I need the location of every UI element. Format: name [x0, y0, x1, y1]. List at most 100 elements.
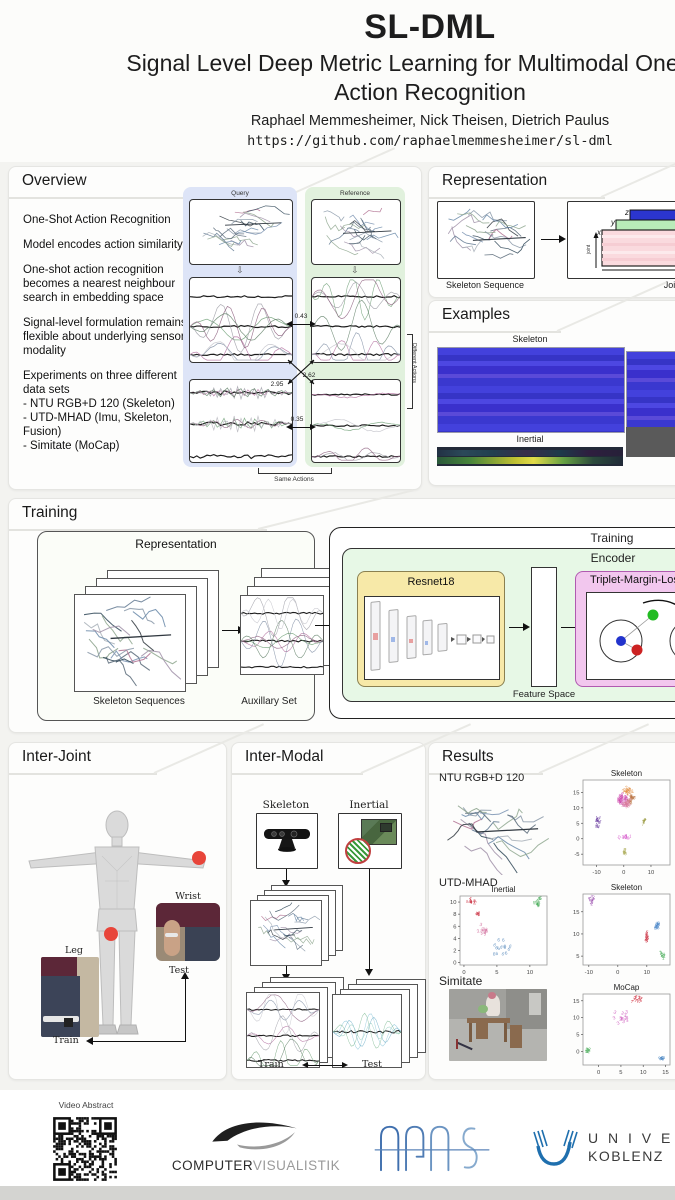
svg-text:6: 6: [628, 799, 633, 805]
svg-text:2: 2: [587, 1049, 592, 1055]
svg-text:6: 6: [507, 946, 512, 952]
svg-text:3: 3: [625, 1015, 629, 1020]
query-skeleton-image: [202, 205, 290, 252]
svg-text:2: 2: [589, 894, 594, 900]
svg-text:5: 5: [646, 936, 650, 941]
svg-text:10: 10: [648, 870, 654, 876]
svg-text:6: 6: [630, 795, 634, 800]
svg-text:8: 8: [619, 797, 623, 803]
svg-text:3: 3: [627, 801, 632, 807]
svg-text:9: 9: [660, 1055, 664, 1060]
svg-text:6: 6: [504, 950, 508, 955]
svg-text:4: 4: [472, 898, 476, 903]
svg-text:8: 8: [616, 798, 621, 804]
train-test-arrow: [302, 1061, 348, 1068]
svg-text:5: 5: [619, 1070, 622, 1076]
svg-text:8: 8: [620, 796, 623, 801]
svg-text:8: 8: [624, 796, 629, 802]
svg-text:3: 3: [627, 798, 632, 804]
svg-text:7: 7: [642, 819, 647, 825]
svg-text:2: 2: [625, 788, 630, 794]
svg-text:5: 5: [644, 931, 649, 937]
svg-text:2: 2: [623, 787, 627, 793]
svg-text:2: 2: [589, 900, 593, 906]
svg-text:2: 2: [590, 899, 595, 905]
different-actions-label: Different Actions: [411, 343, 417, 383]
svg-text:2: 2: [587, 896, 592, 902]
overview-figure: Query Reference ⇩ ⇩ 0.43 2.62 2.95 0.35: [183, 187, 421, 487]
header-background: [0, 0, 675, 162]
svg-text:1: 1: [624, 835, 629, 841]
svg-text:7: 7: [636, 998, 640, 1003]
svg-text:5: 5: [645, 938, 649, 944]
svg-text:3: 3: [483, 928, 487, 934]
svg-text:8: 8: [616, 797, 621, 803]
svg-text:5: 5: [645, 934, 649, 939]
uni-name-line2: KOBLENZ: [588, 1148, 664, 1164]
svg-text:4: 4: [465, 899, 470, 905]
svg-text:6: 6: [630, 794, 634, 799]
svg-text:7: 7: [631, 999, 634, 1004]
training-card: Training Representation Skeleton Sequenc…: [8, 489, 675, 733]
svg-text:3: 3: [620, 1015, 625, 1021]
distance-value: 2.95: [270, 381, 284, 388]
svg-text:4: 4: [595, 817, 599, 823]
test-arrow: [181, 972, 190, 1041]
svg-text:3: 3: [625, 801, 629, 806]
cnn-architecture-diagram: [370, 601, 495, 671]
bullet: Experiments on three different data sets: [23, 370, 177, 397]
svg-text:6: 6: [629, 794, 633, 800]
svg-text:5: 5: [535, 902, 540, 908]
inter-modal-heading: Inter-Modal: [245, 748, 324, 765]
svg-text:8: 8: [656, 922, 661, 928]
skeleton-sequences-stack: [74, 570, 220, 692]
arrow-right: [541, 235, 566, 244]
svg-text:8: 8: [626, 797, 631, 803]
down-arrow-icon: ⇩: [351, 265, 359, 275]
svg-text:5: 5: [536, 902, 541, 908]
svg-text:3: 3: [625, 802, 630, 808]
svg-text:7: 7: [642, 817, 647, 823]
svg-text:7: 7: [642, 819, 647, 825]
svg-text:8: 8: [623, 799, 627, 804]
svg-text:3: 3: [627, 800, 631, 806]
reference-skeleton-image: [323, 207, 399, 259]
svg-text:3: 3: [620, 1010, 625, 1016]
svg-text:3: 3: [625, 1009, 628, 1014]
svg-text:4: 4: [596, 817, 599, 822]
svg-text:8: 8: [653, 925, 658, 931]
ntu-skeleton-image: [447, 805, 549, 875]
svg-text:3: 3: [625, 1018, 630, 1024]
overview-bullets: One-Shot Action Recognition Model encode…: [23, 213, 191, 453]
svg-text:3: 3: [624, 804, 629, 810]
svg-text:5: 5: [644, 936, 649, 942]
svg-text:8: 8: [618, 798, 621, 803]
svg-text:3: 3: [484, 927, 489, 933]
svg-text:7: 7: [632, 997, 636, 1002]
svg-text:7: 7: [641, 822, 644, 827]
modal-inertial-label: Inertial: [349, 799, 389, 811]
svg-text:10: 10: [644, 970, 650, 976]
svg-text:0: 0: [622, 870, 625, 876]
svg-text:7: 7: [634, 995, 639, 1001]
svg-text:5: 5: [576, 1033, 579, 1039]
svg-text:10: 10: [640, 1070, 646, 1076]
kinect-sensor-icon: [264, 829, 310, 852]
svg-text:3: 3: [616, 1020, 621, 1026]
svg-text:3: 3: [621, 803, 625, 808]
reference-signal2-image: [312, 392, 400, 461]
svg-text:4: 4: [594, 822, 599, 828]
svg-text:9: 9: [623, 847, 628, 853]
joint-axis-diagram: z y x joint t: [586, 208, 675, 271]
svg-text:6: 6: [508, 943, 512, 949]
svg-text:7: 7: [638, 999, 643, 1005]
svg-text:1: 1: [658, 949, 663, 955]
svg-text:3: 3: [626, 802, 629, 807]
resnet-box: Resnet18: [357, 571, 505, 687]
heading-diagonal: [258, 489, 414, 530]
svg-text:4: 4: [596, 824, 601, 830]
svg-text:8: 8: [619, 794, 624, 800]
svg-text:1: 1: [624, 834, 628, 839]
skeleton-sequence-caption: Skeleton Sequence: [445, 280, 525, 290]
